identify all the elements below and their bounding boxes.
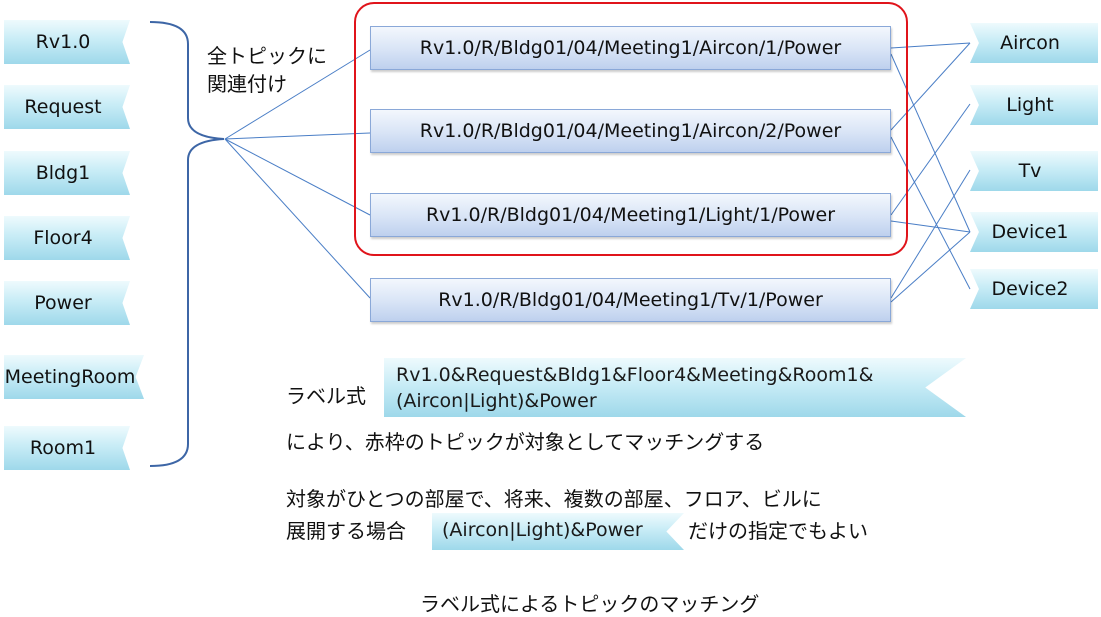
connector-brace-topic3 xyxy=(224,138,371,216)
topic-box-tv1: Rv1.0/R/Bldg01/04/Meeting1/Tv/1/Power xyxy=(370,278,891,322)
matched-topics-frame xyxy=(354,2,908,256)
figure-caption: ラベル式によるトピックのマッチング xyxy=(420,592,760,616)
connector-brace-topic4 xyxy=(224,138,371,299)
topic-text: Rv1.0/R/Bldg01/04/Meeting1/Aircon/1/Powe… xyxy=(419,37,842,59)
note-line2-prefix: 展開する場合 xyxy=(286,519,406,543)
label-tag-power: Power xyxy=(4,281,130,325)
short-expression-text: (Aircon|Light)&Power xyxy=(442,519,643,541)
label-tag-text: Request xyxy=(24,96,102,118)
expression-line1: Rv1.0&Request&Bldg1&Floor4&Meeting&Room1… xyxy=(396,364,874,386)
note-line1: 対象がひとつの部屋で、将来、複数の部屋、フロア、ビルに xyxy=(286,487,822,511)
connector-brace-topic2 xyxy=(224,132,371,140)
label-tag-text: Tv xyxy=(1018,160,1042,182)
label-tag-text: MeetingRoom xyxy=(4,366,136,388)
topic-box-aircon2: Rv1.0/R/Bldg01/04/Meeting1/Aircon/2/Powe… xyxy=(370,109,891,153)
brace-note-line1: 全トピックに xyxy=(207,44,327,68)
label-tag-meetingroom: MeetingRoom xyxy=(4,355,144,399)
label-tag-text: Bldg1 xyxy=(35,162,91,184)
label-tag-aircon: Aircon xyxy=(970,23,1098,63)
label-tag-text: Aircon xyxy=(1000,32,1060,54)
brace-note-line2: 関連付け xyxy=(207,72,287,96)
label-tag-floor4: Floor4 xyxy=(4,216,130,260)
label-tag-tv: Tv xyxy=(970,151,1098,191)
topic-text: Rv1.0/R/Bldg01/04/Meeting1/Aircon/2/Powe… xyxy=(419,120,842,142)
topic-text: Rv1.0/R/Bldg01/04/Meeting1/Light/1/Power xyxy=(425,204,836,226)
label-tag-text: Rv1.0 xyxy=(35,31,91,53)
label-tag-text: Power xyxy=(34,292,92,314)
label-tag-rv10: Rv1.0 xyxy=(4,20,130,64)
expression-prefix: ラベル式 xyxy=(286,384,366,408)
label-tag-light: Light xyxy=(970,85,1098,125)
label-tag-device1: Device1 xyxy=(970,212,1098,252)
label-tag-text: Device1 xyxy=(991,221,1069,243)
label-tag-request: Request xyxy=(4,85,130,129)
topic-text: Rv1.0/R/Bldg01/04/Meeting1/Tv/1/Power xyxy=(438,289,823,311)
label-expression-flag: Rv1.0&Request&Bldg1&Floor4&Meeting&Room1… xyxy=(384,358,966,417)
label-tag-device2: Device2 xyxy=(970,269,1098,309)
label-tag-room1: Room1 xyxy=(4,426,130,470)
short-expression-flag: (Aircon|Light)&Power xyxy=(432,513,684,550)
topic-box-light1: Rv1.0/R/Bldg01/04/Meeting1/Light/1/Power xyxy=(370,193,891,237)
label-tag-text: Room1 xyxy=(29,437,97,459)
note-line2-suffix: だけの指定でもよい xyxy=(688,519,868,543)
expression-suffix: により、赤枠のトピックが対象としてマッチングする xyxy=(286,430,765,454)
label-tag-bldg1: Bldg1 xyxy=(4,151,130,195)
expression-line2: (Aircon|Light)&Power xyxy=(396,390,597,412)
label-tag-text: Light xyxy=(1006,94,1054,116)
label-tag-text: Device2 xyxy=(991,278,1069,300)
topic-box-aircon1: Rv1.0/R/Bldg01/04/Meeting1/Aircon/1/Powe… xyxy=(370,26,891,70)
label-tag-text: Floor4 xyxy=(33,227,93,249)
